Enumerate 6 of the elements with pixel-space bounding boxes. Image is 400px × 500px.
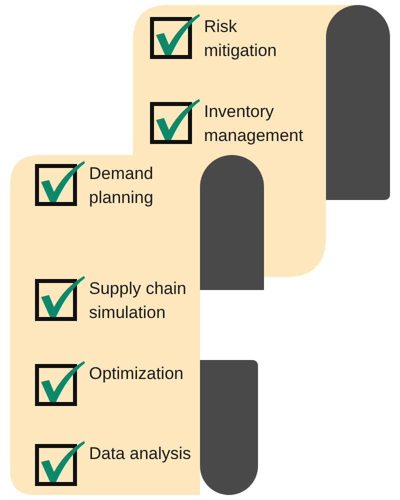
- item-label: Inventory management: [204, 101, 304, 147]
- item-label: Demand planning: [89, 163, 154, 209]
- item-label: Data analysis: [89, 443, 192, 465]
- item-label: Optimization: [89, 363, 184, 385]
- item-label: Supply chain simulation: [89, 278, 188, 324]
- item-label: Risk mitigation: [204, 16, 278, 62]
